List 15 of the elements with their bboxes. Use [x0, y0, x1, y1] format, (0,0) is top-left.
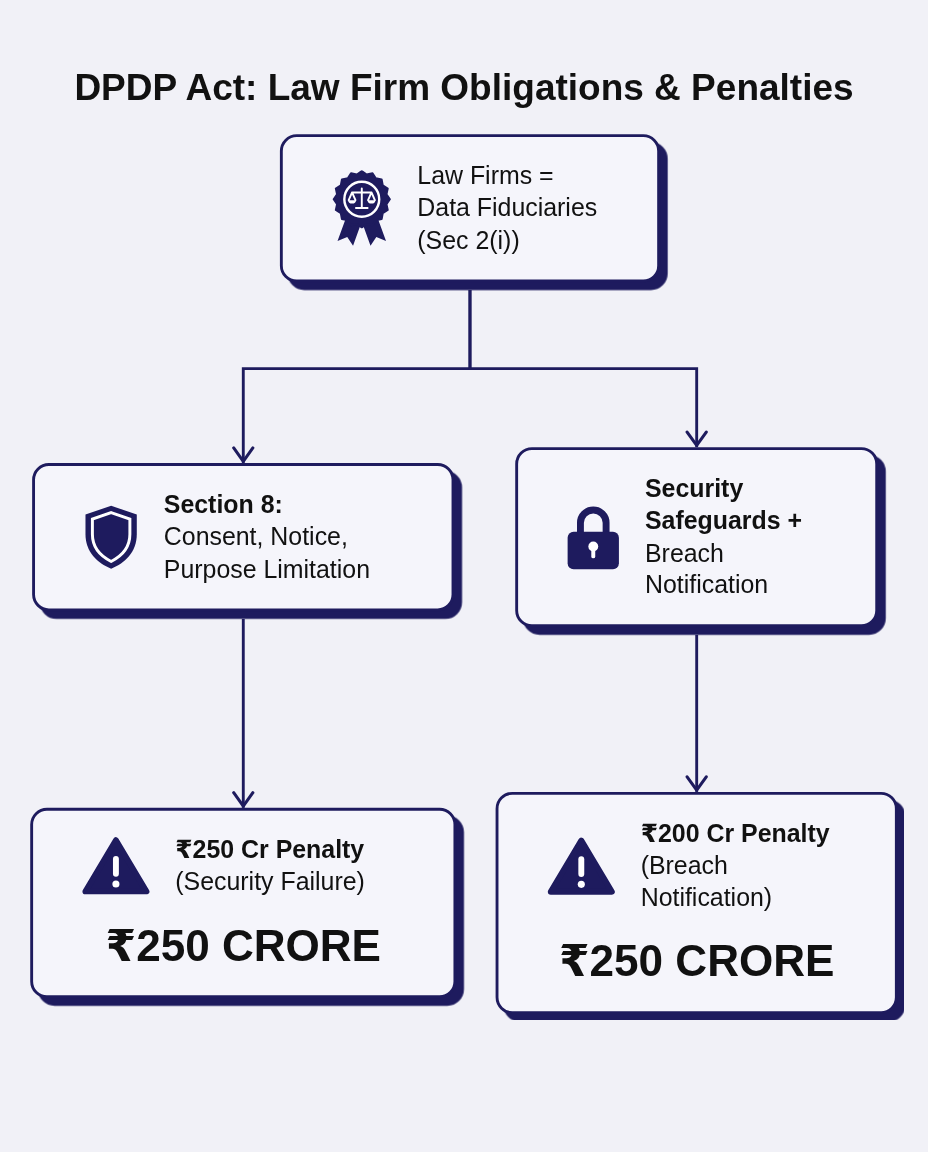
- arrow: [468, 290, 708, 448]
- arrow: [232, 618, 255, 808]
- title: DPDP Act: Law Firm Obligations & Penalties: [74, 66, 854, 110]
- body-text: (Breach Notification): [640, 851, 773, 912]
- amount-text: ₹250 CRORE: [105, 918, 381, 972]
- arrow: [685, 634, 708, 792]
- heading-text: ₹250 Cr Penalty: [175, 835, 365, 864]
- body-text: Breach Notification: [645, 538, 769, 599]
- body-text: (Security Failure): [175, 867, 365, 896]
- heading-text: ₹200 Cr Penalty: [640, 819, 830, 848]
- amount-text: ₹250 CRORE: [558, 934, 835, 988]
- body-text: Law Firms = Data Fiduciaries (Sec 2(i)): [417, 161, 598, 254]
- heading-text: Section 8:: [163, 490, 283, 520]
- heading-text: Security Safeguards +: [645, 474, 803, 535]
- body-text: Consent, Notice, Purpose Limitation: [163, 522, 370, 583]
